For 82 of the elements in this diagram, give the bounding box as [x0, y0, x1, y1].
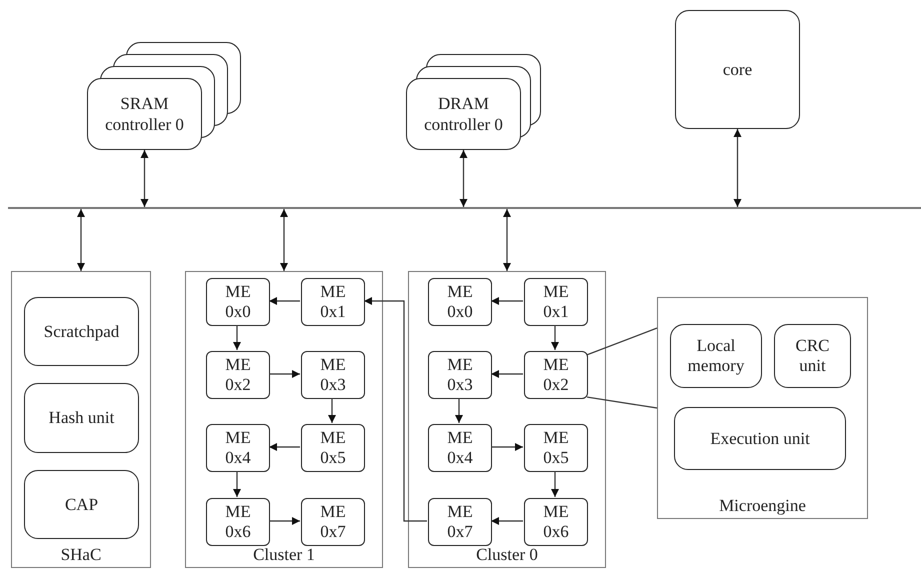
arrow — [77, 209, 85, 271]
microengine-box — [524, 498, 588, 546]
microengine-box — [206, 278, 270, 326]
microengine-box — [301, 351, 365, 399]
arrow — [328, 398, 336, 423]
group-panel — [657, 297, 868, 519]
box-label: ME 0x2 — [543, 355, 569, 395]
box-label: ME 0x1 — [543, 282, 569, 322]
unit-box — [24, 383, 139, 453]
arrow — [491, 517, 523, 525]
arrow — [269, 297, 300, 305]
microengine-box — [301, 424, 365, 472]
group-label: SHaC — [60, 544, 102, 565]
connector-line — [586, 396, 658, 409]
box-label: DRAM controller 0 — [423, 92, 504, 136]
unit-box — [774, 324, 851, 388]
box-label: ME 0x0 — [225, 282, 251, 322]
microengine-box — [206, 351, 270, 399]
box-label: Local memory — [688, 336, 744, 376]
box-label: Execution unit — [710, 428, 810, 450]
arrow — [280, 209, 288, 271]
box-label: ME 0x4 — [447, 428, 473, 468]
box-label: Scratchpad — [44, 320, 120, 342]
box-label: ME 0x3 — [447, 355, 473, 395]
unit-box — [24, 470, 139, 539]
arrow — [455, 398, 463, 423]
box-label: ME 0x6 — [543, 502, 569, 542]
microengine-box — [206, 424, 270, 472]
arrow — [364, 297, 427, 522]
connector-line — [586, 328, 658, 356]
microengine-box — [428, 498, 492, 546]
unit-box — [674, 407, 846, 470]
arrow — [269, 443, 300, 451]
microengine-box — [301, 498, 365, 546]
group-panel — [185, 271, 383, 568]
unit-box — [24, 297, 139, 366]
arrow — [460, 150, 468, 207]
box-label: ME 0x7 — [320, 502, 346, 542]
arrow — [140, 150, 148, 207]
microengine-box — [206, 498, 270, 546]
group-label: Cluster 0 — [475, 544, 539, 565]
arrow — [491, 443, 523, 451]
box-label: ME 0x7 — [447, 502, 473, 542]
microengine-box — [428, 351, 492, 399]
box-label: Hash unit — [48, 407, 114, 429]
arrow — [233, 471, 241, 497]
arrow — [503, 209, 511, 271]
box-label: ME 0x5 — [320, 428, 346, 468]
microengine-box — [301, 278, 365, 326]
unit-box — [670, 324, 762, 388]
group-label: Cluster 1 — [252, 544, 316, 565]
box-label: SRAM controller 0 — [104, 92, 185, 136]
microengine-box — [428, 424, 492, 472]
microengine-box — [524, 278, 588, 326]
arrow — [491, 370, 523, 378]
box-label: ME 0x4 — [225, 428, 251, 468]
arrow — [491, 297, 523, 305]
stacked-controller-boxes — [406, 54, 542, 150]
arrow — [233, 325, 241, 350]
box-label: ME 0x5 — [543, 428, 569, 468]
group-label: Microengine — [718, 494, 807, 516]
box-label: ME 0x3 — [320, 355, 346, 395]
core-box — [675, 10, 800, 129]
microengine-box — [524, 351, 588, 399]
box-label: CRC unit — [795, 336, 830, 376]
box-label: ME 0x1 — [320, 282, 346, 322]
arrow — [551, 471, 559, 497]
box-label: ME 0x2 — [225, 355, 251, 395]
microengine-box — [524, 424, 588, 472]
bus-line — [8, 207, 921, 209]
arrow — [551, 325, 559, 350]
microengine-box — [428, 278, 492, 326]
box-label: ME 0x0 — [447, 282, 473, 322]
arrow — [734, 129, 742, 207]
arrow — [269, 370, 300, 378]
box-label: CAP — [64, 494, 98, 516]
stacked-controller-boxes — [87, 42, 242, 150]
box-label: core — [722, 58, 752, 80]
box-label: ME 0x6 — [225, 502, 251, 542]
arrow — [269, 517, 300, 525]
group-panel — [11, 271, 151, 568]
group-panel — [408, 271, 606, 568]
